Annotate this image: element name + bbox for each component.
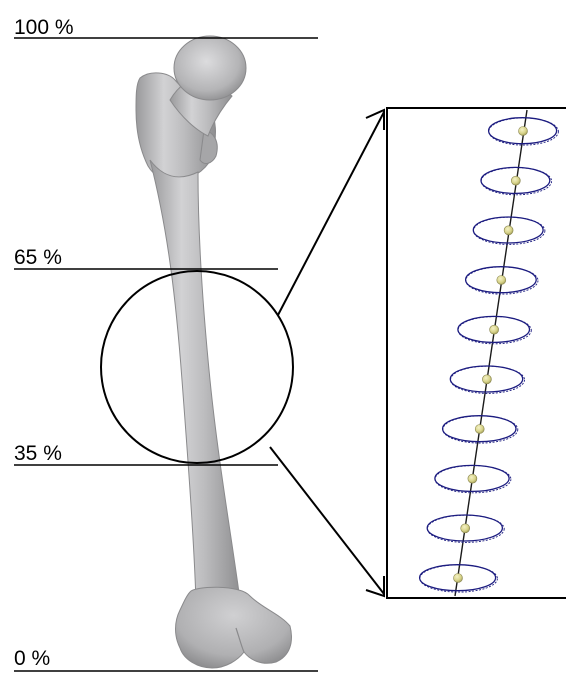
arrow-head-upper xyxy=(366,110,384,130)
slice-centroid xyxy=(519,127,528,136)
connector-upper xyxy=(278,112,384,315)
slice-centroid xyxy=(482,375,491,384)
slice-centroid xyxy=(461,524,470,533)
label-0-percent: 0 % xyxy=(14,647,50,670)
slice-centroid xyxy=(454,574,463,583)
femoral-head xyxy=(174,36,246,100)
label-65-percent: 65 % xyxy=(14,246,62,269)
zoom-connectors xyxy=(270,110,384,596)
slice-centroid xyxy=(497,276,506,285)
connector-lower xyxy=(270,447,384,594)
slice-centroid xyxy=(475,425,484,434)
label-35-percent: 35 % xyxy=(14,442,62,465)
slice-centroid xyxy=(504,226,513,235)
arrow-head-lower xyxy=(366,576,384,596)
inset-frame xyxy=(387,108,566,598)
slice-centroid xyxy=(468,474,477,483)
distal-condyles xyxy=(176,587,292,668)
slice-centroid xyxy=(511,176,520,185)
femoral-shaft xyxy=(150,160,240,602)
slice-centroid xyxy=(490,325,499,334)
femur-bone xyxy=(136,36,291,668)
label-100-percent: 100 % xyxy=(14,16,74,39)
